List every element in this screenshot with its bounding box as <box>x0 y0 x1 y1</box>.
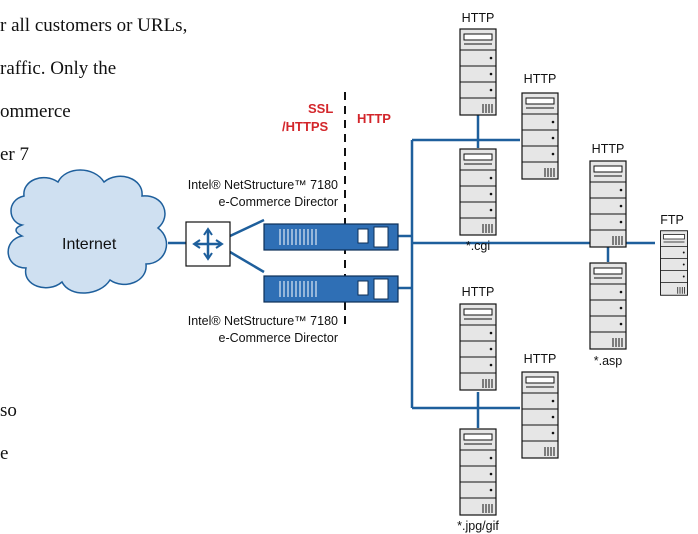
server-label: HTTP <box>462 11 495 25</box>
director-bottom-label-2: e-Commerce Director <box>219 331 338 345</box>
server-http-top-1: HTTP <box>459 11 497 116</box>
server-label: HTTP <box>524 72 557 86</box>
director-top <box>263 223 399 251</box>
network-links <box>168 115 655 428</box>
server-http-asp-top: HTTP <box>589 142 627 248</box>
https-label: /HTTPS <box>282 119 329 134</box>
server-label: *.jpg/gif <box>457 519 499 533</box>
server-ftp: FTP <box>659 213 689 296</box>
server-label: FTP <box>660 213 684 227</box>
server-label: *.cgi <box>466 239 490 253</box>
bg-text-line-2: raffic. Only the <box>0 58 116 79</box>
http-zone-label: HTTP <box>357 111 391 126</box>
server-label: HTTP <box>524 352 557 366</box>
director-bottom <box>263 275 399 303</box>
bg-text-line-3: ommerce <box>0 101 71 122</box>
bg-text-line-5: so <box>0 400 17 421</box>
server-http-bottom-2: HTTP <box>521 352 559 459</box>
server-label: *.asp <box>594 354 623 368</box>
ssl-label: SSL <box>308 101 333 116</box>
director-top-label-2: e-Commerce Director <box>219 195 338 209</box>
switch-icon <box>185 221 231 267</box>
bg-text-line-1: r all customers or URLs, <box>0 15 187 36</box>
server-label: HTTP <box>592 142 625 156</box>
server-http-top-2: HTTP <box>521 72 559 180</box>
bg-text-line-4: er 7 <box>0 144 29 165</box>
director-top-label-1: Intel® NetStructure™ 7180 <box>188 178 338 192</box>
bg-text-line-6: e <box>0 443 8 464</box>
internet-cloud: Internet <box>7 169 168 294</box>
server-http-bottom-1: HTTP <box>459 285 497 391</box>
server-cgi: *.cgi <box>459 148 497 253</box>
server-asp: *.asp <box>589 262 627 368</box>
server-jpg-gif: *.jpg/gif <box>457 428 499 533</box>
internet-label: Internet <box>62 236 117 253</box>
director-bottom-label-1: Intel® NetStructure™ 7180 <box>188 314 338 328</box>
server-label: HTTP <box>462 285 495 299</box>
